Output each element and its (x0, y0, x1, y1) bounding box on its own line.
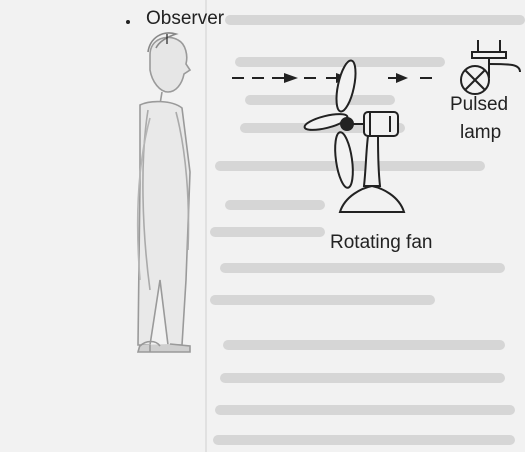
fan-blade-top (335, 59, 357, 113)
rotating-fan-label: Rotating fan (330, 232, 433, 253)
fan-blade-bottom (334, 131, 354, 189)
sight-line (232, 73, 432, 83)
fan-blade-left (303, 113, 349, 131)
rotating-fan (303, 59, 406, 213)
observer-label: Observer (146, 8, 225, 29)
pulsed-lamp (460, 40, 521, 95)
fan-base (338, 184, 406, 213)
fan-stand (362, 135, 382, 187)
observer-leader-dot (126, 20, 130, 24)
fan-hub (340, 117, 354, 131)
pulsed-lamp-label-line1: Pulsed (450, 94, 509, 115)
observer-figure (136, 32, 192, 353)
pulsed-lamp-label-line2: lamp (460, 122, 502, 143)
